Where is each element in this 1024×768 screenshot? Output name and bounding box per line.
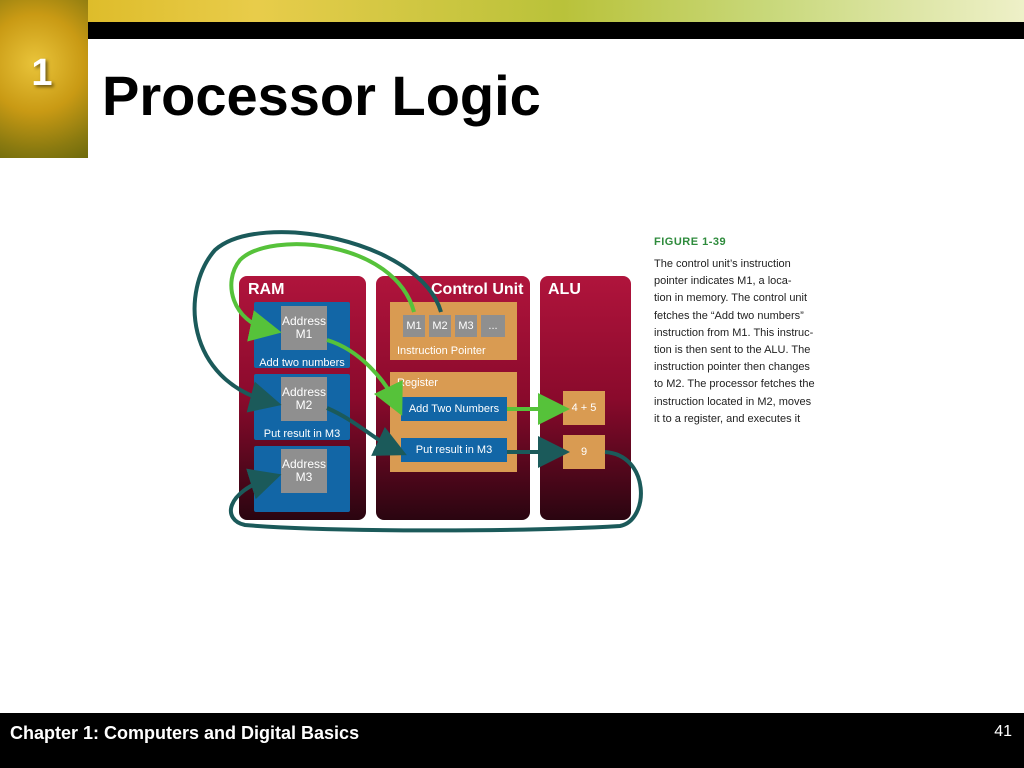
caption-line: tion is then sent to the ALU. The <box>654 344 811 357</box>
arrow-result-to-m3 <box>228 450 643 533</box>
caption-line: fetches the “Add two numbers” <box>654 309 804 322</box>
page-number: 41 <box>994 723 1012 740</box>
address-box-m3: Address M3 <box>281 449 327 493</box>
caption-line: pointer indicates M1, a loca- <box>654 275 792 288</box>
footer-bar <box>0 713 1024 768</box>
pointer-cell-more: ... <box>481 315 505 337</box>
ram-content-m2: Put result in M3 <box>263 428 341 440</box>
alu-title: ALU <box>548 281 581 298</box>
figure-caption: The control unit’s instruction pointer i… <box>654 256 844 428</box>
register-item-put: Put result in M3 <box>401 438 507 462</box>
caption-line: instruction located in M2, moves <box>654 395 812 408</box>
address-id: M1 <box>295 327 313 341</box>
arrow-pointer-to-m2 <box>192 230 443 413</box>
pointer-cell-m1: M1 <box>403 315 425 337</box>
address-label: Address <box>281 384 327 399</box>
alu-operation: 4 + 5 <box>563 391 605 425</box>
address-box-m1: Address M1 <box>281 306 327 350</box>
title-bar <box>88 22 1024 39</box>
instruction-pointer-label: Instruction Pointer <box>397 345 486 357</box>
caption-line: to M2. The processor fetches the <box>654 378 815 391</box>
chapter-number: 1 <box>31 52 53 94</box>
control-unit-title: Control Unit <box>431 281 524 298</box>
caption-line: instruction pointer then changes <box>654 361 810 374</box>
caption-line: it to a register, and executes it <box>654 412 801 425</box>
address-label: Address <box>281 456 327 471</box>
arrow-pointer-to-m1 <box>229 242 416 342</box>
figure-label: FIGURE 1-39 <box>654 236 727 248</box>
caption-line: instruction from M1. This instruc- <box>654 326 814 339</box>
header-decoration <box>0 0 1024 22</box>
address-box-m2: Address M2 <box>281 377 327 421</box>
address-id: M3 <box>295 470 313 484</box>
alu-result: 9 <box>563 435 605 469</box>
arrow-m1-to-register <box>326 338 403 416</box>
footer-chapter-title: Chapter 1: Computers and Digital Basics <box>10 723 360 743</box>
register-item-add: Add Two Numbers <box>401 397 507 421</box>
pointer-cell-m2: M2 <box>429 315 451 337</box>
address-id: M2 <box>295 398 313 412</box>
arrow-m2-to-register <box>326 406 407 456</box>
caption-line: The control unit’s instruction <box>654 258 791 270</box>
address-label: Address <box>281 313 327 328</box>
ram-content-m1: Add two numbers <box>259 357 345 369</box>
chapter-badge <box>0 0 88 158</box>
ram-title: RAM <box>248 281 285 298</box>
pointer-cell-m3: M3 <box>455 315 477 337</box>
caption-line: tion in memory. The control unit <box>654 292 808 305</box>
register-label: Register <box>397 377 438 389</box>
slide-title: Processor Logic <box>102 64 541 127</box>
